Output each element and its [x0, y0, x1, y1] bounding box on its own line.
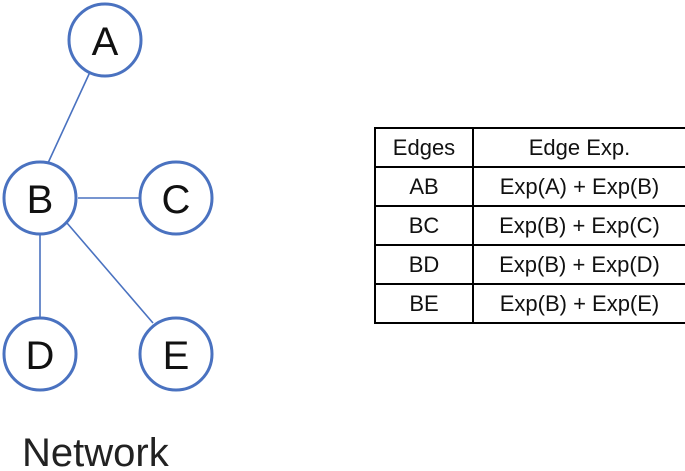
table-header-row: Edges Edge Exp. — [374, 127, 685, 168]
table-row: BE Exp(B) + Exp(E) — [374, 283, 685, 324]
edge-exp-cell: Exp(A) + Exp(B) — [472, 166, 685, 207]
node-d-label: D — [26, 334, 55, 378]
node-a: A — [67, 2, 143, 78]
header-edge-exp: Edge Exp. — [472, 127, 685, 168]
edge-ab — [47, 71, 91, 164]
edge-exp-cell: Exp(B) + Exp(E) — [472, 283, 685, 324]
edge-be — [66, 222, 154, 324]
table-row: BD Exp(B) + Exp(D) — [374, 244, 685, 285]
edge-exp-cell: Exp(B) + Exp(D) — [472, 244, 685, 285]
node-e: E — [138, 316, 214, 392]
node-b: B — [2, 160, 78, 236]
table-row: BC Exp(B) + Exp(C) — [374, 205, 685, 246]
header-edges: Edges — [374, 127, 474, 168]
edge-cell: BC — [374, 205, 474, 246]
network-caption: Network — [22, 431, 170, 471]
node-e-label: E — [163, 334, 190, 378]
table-row: AB Exp(A) + Exp(B) — [374, 166, 685, 207]
node-b-label: B — [27, 178, 54, 222]
node-c-label: C — [162, 178, 191, 222]
edge-cell: BE — [374, 283, 474, 324]
node-c: C — [138, 160, 214, 236]
edge-table: Edges Edge Exp. AB Exp(A) + Exp(B) BC Ex… — [374, 127, 685, 324]
edge-cell: AB — [374, 166, 474, 207]
node-d: D — [2, 316, 78, 392]
node-a-label: A — [92, 20, 119, 64]
edge-exp-cell: Exp(B) + Exp(C) — [472, 205, 685, 246]
edge-cell: BD — [374, 244, 474, 285]
